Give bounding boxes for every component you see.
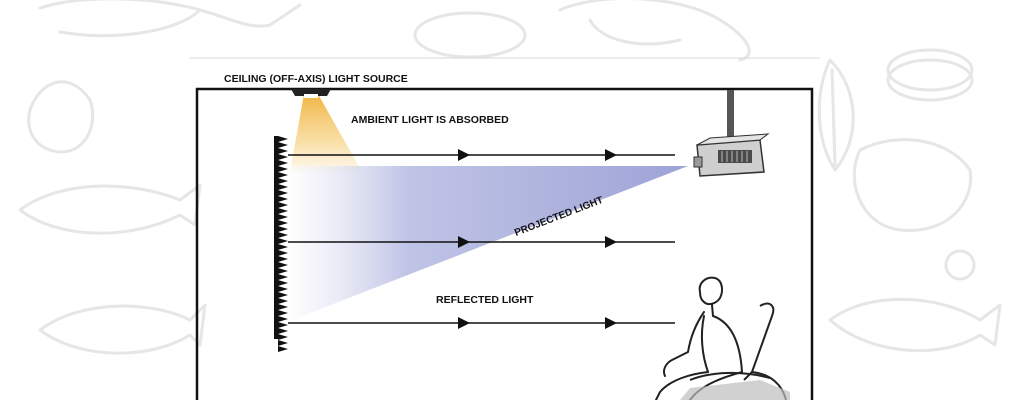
projector-icon (693, 133, 770, 177)
lower-fish-doodle-icon (38, 303, 207, 355)
leaf-doodle-icon (817, 58, 855, 172)
seated-person-icon (655, 276, 743, 400)
screen-icon (274, 136, 288, 352)
arrowhead (458, 317, 470, 329)
right-fish-doodle-icon (828, 297, 1002, 353)
bowl-doodle-icon (886, 48, 974, 92)
projector-mount (727, 90, 734, 140)
arrowhead (605, 317, 617, 329)
shrimp-doodle-icon (558, 0, 751, 62)
oyster-doodle-icon (413, 11, 527, 59)
ceiling-lamp-icon (291, 89, 331, 98)
ceiling-light-beam (290, 94, 362, 172)
chair-shadow (680, 380, 790, 400)
arrowhead (458, 149, 470, 161)
room-frame (195, 87, 814, 400)
ambient-light-label: AMBIENT LIGHT IS ABSORBED (351, 114, 509, 126)
arrowhead (605, 236, 617, 248)
fish-doodle-icon (38, 0, 302, 38)
arrowhead (605, 149, 617, 161)
fillet-doodle-icon (852, 138, 973, 232)
shell-doodle-icon (27, 80, 95, 154)
diagram-title: CEILING (OFF-AXIS) LIGHT SOURCE (224, 73, 408, 85)
arrowhead (458, 236, 470, 248)
projected-light-cone (287, 166, 688, 322)
reflected-light-label: REFLECTED LIGHT (436, 294, 534, 306)
